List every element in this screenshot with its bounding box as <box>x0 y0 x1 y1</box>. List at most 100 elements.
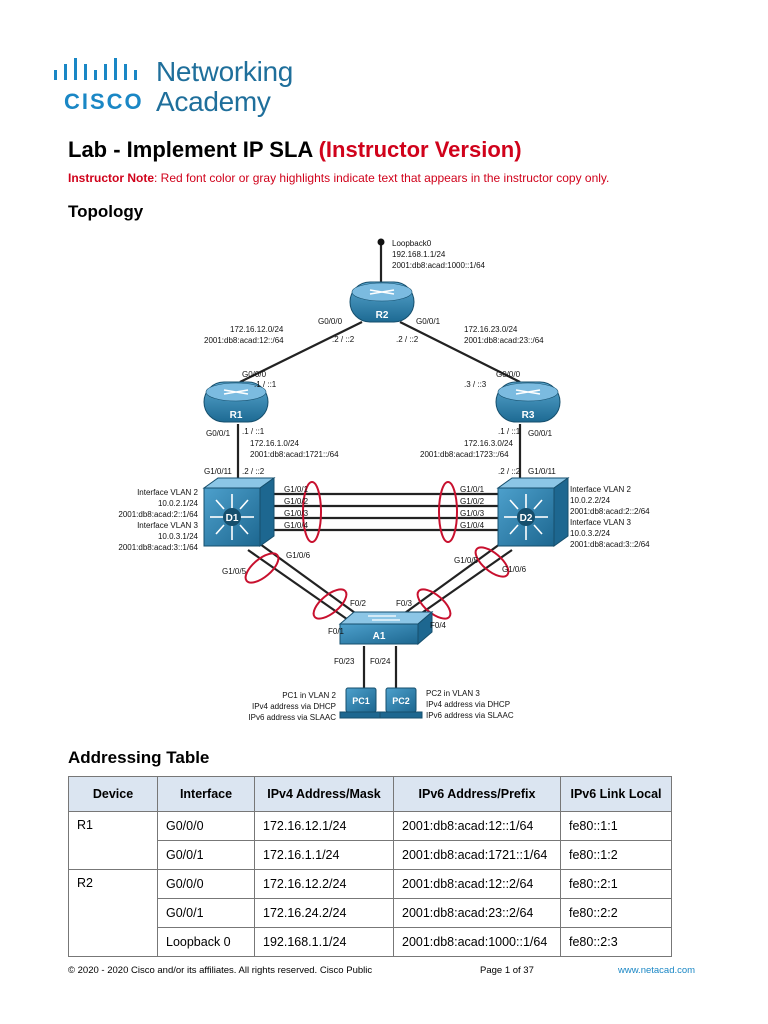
interface-cell: Loopback 0 <box>157 927 255 957</box>
ipv6-cell: 2001:db8:acad:12::2/64 <box>393 869 561 899</box>
router-r1: R1 <box>203 381 269 423</box>
r2-left-addr: .2 / ::2 <box>332 335 355 344</box>
link-r2-r3 <box>399 321 521 383</box>
table-row: R1 G0/0/0 172.16.12.1/24 2001:db8:acad:1… <box>68 811 672 870</box>
instructor-note-label: Instructor Note <box>68 171 155 185</box>
topology-heading: Topology <box>68 202 144 221</box>
d2-g1011-addr: .2 / ::2 <box>498 467 521 476</box>
link-local-cell: fe80::2:2 <box>560 898 672 928</box>
switch-d2: D2 <box>496 477 570 547</box>
interface-cell: G0/0/1 <box>157 898 255 928</box>
ipv4-cell: 172.16.12.1/24 <box>254 811 394 841</box>
d1-vlan2-label: Interface VLAN 2 <box>137 488 198 497</box>
pc1-ipv6-info: IPv6 address via SLAAC <box>248 713 336 722</box>
router-r2: R2 <box>349 281 415 323</box>
d1-vlan3-label: Interface VLAN 3 <box>137 521 198 530</box>
loopback-ipv4: 192.168.1.1/24 <box>392 250 446 259</box>
ipv4-cell: 172.16.12.2/24 <box>254 869 394 899</box>
instructor-note: Instructor Note: Red font color or gray … <box>68 171 609 185</box>
link-r1-r2 <box>239 321 363 383</box>
device-cell: R2 <box>68 869 158 957</box>
d2-vlan2-ipv6: 2001:db8:acad:2::2/64 <box>570 507 650 516</box>
router-arrows-icon <box>369 289 395 295</box>
trunk-right-label: G1/0/1 <box>460 485 485 494</box>
pc2-ipv6-info: IPv6 address via SLAAC <box>426 711 514 720</box>
etherchannel-oval <box>474 546 510 578</box>
footer-website-link[interactable]: www.netacad.com <box>618 965 696 976</box>
d2-vlan3-ipv4: 10.0.3.2/24 <box>570 529 611 538</box>
net-23-ipv6: 2001:db8:acad:23::/64 <box>464 336 544 345</box>
a1-f01-label: F0/1 <box>328 627 345 636</box>
d1-vlan2-ipv4: 10.0.2.1/24 <box>158 499 199 508</box>
d1-g1011-addr: .2 / ::2 <box>242 467 265 476</box>
title-main: Lab - Implement IP SLA <box>68 137 313 162</box>
net-1-ipv4: 172.16.1.0/24 <box>250 439 299 448</box>
r2-g000-label: G0/0/0 <box>318 317 343 326</box>
switch-d2-label: D2 <box>520 513 533 524</box>
net-1-ipv6: 2001:db8:acad:1721::/64 <box>250 450 339 459</box>
d2-g106-label: G1/0/6 <box>502 565 527 574</box>
d1-g105-label: G1/0/5 <box>222 567 247 576</box>
trunk-right-label: G1/0/3 <box>460 509 485 518</box>
pc1-ipv4-info: IPv4 address via DHCP <box>252 702 336 711</box>
trunk-right-label: G1/0/4 <box>460 521 485 530</box>
table-header-row: Device Interface IPv4 Address/Mask IPv6 … <box>68 776 672 812</box>
r3-g000-label: G0/0/0 <box>496 370 521 379</box>
column-header: Interface <box>157 776 255 812</box>
router-r3-label: R3 <box>522 410 535 421</box>
d2-g1011-label: G1/0/11 <box>528 467 556 476</box>
trunk-right-label: G1/0/2 <box>460 497 485 506</box>
r1-g001-addr: .1 / ::1 <box>242 427 265 436</box>
r3-g000-addr: .3 / ::3 <box>464 380 487 389</box>
pc2-vlan-info: PC2 in VLAN 3 <box>426 689 480 698</box>
r1-g000-addr: .1 / ::1 <box>254 380 277 389</box>
etherchannel-oval <box>312 588 348 620</box>
trunk-left-label: G1/0/3 <box>284 509 309 518</box>
net-3-ipv6: 2001:db8:acad:1723::/64 <box>420 450 509 459</box>
net-12-ipv4: 172.16.12.0/24 <box>230 325 284 334</box>
a1-f024-label: F0/24 <box>370 657 391 666</box>
ipv4-cell: 192.168.1.1/24 <box>254 927 394 957</box>
trunk-left-label: G1/0/1 <box>284 485 309 494</box>
table-row: G0/0/1 172.16.1.1/24 2001:db8:acad:1721:… <box>69 840 672 870</box>
router-arrows-icon <box>223 389 249 395</box>
cisco-networking-academy-logo: CISCO Networking Academy <box>52 56 312 120</box>
switch-d1-label: D1 <box>226 513 239 524</box>
table-row: R2 G0/0/0 172.16.12.2/24 2001:db8:acad:1… <box>68 869 672 957</box>
d2-vlan2-ipv4: 10.0.2.2/24 <box>570 496 611 505</box>
pc1-vlan-info: PC1 in VLAN 2 <box>282 691 336 700</box>
ipv4-cell: 172.16.24.2/24 <box>254 898 394 928</box>
etherchannel-oval <box>416 588 452 620</box>
link-d1-a1-2 <box>259 543 363 619</box>
footer-copyright: © 2020 - 2020 Cisco and/or its affiliate… <box>68 965 373 976</box>
pc-pc1: PC1 <box>339 687 383 719</box>
link-local-cell: fe80::1:2 <box>560 840 672 870</box>
a1-f023-label: F0/23 <box>334 657 355 666</box>
r1-g000-label: G0/0/0 <box>242 370 267 379</box>
ipv6-cell: 2001:db8:acad:12::1/64 <box>393 811 561 841</box>
title-version: (Instructor Version) <box>318 137 522 162</box>
d2-vlan2-label: Interface VLAN 2 <box>570 485 631 494</box>
link-d1-a1-1 <box>247 549 355 625</box>
link-local-cell: fe80::2:3 <box>560 927 672 957</box>
r3-g001-label: G0/0/1 <box>528 429 553 438</box>
a1-f04-label: F0/4 <box>430 621 447 630</box>
switch-a1: A1 <box>338 610 434 646</box>
d2-vlan3-label: Interface VLAN 3 <box>570 518 631 527</box>
loopback-dot <box>377 238 385 246</box>
d2-g105-label: G1/0/5 <box>454 556 479 565</box>
router-r3: R3 <box>495 381 561 423</box>
pc1-label: PC1 <box>352 696 370 706</box>
etherchannel-ovals <box>244 481 510 620</box>
ipv6-cell: 2001:db8:acad:1000::1/64 <box>393 927 561 957</box>
pc2-label: PC2 <box>392 696 410 706</box>
cisco-wordmark: CISCO <box>64 89 144 114</box>
interface-cell: G0/0/0 <box>157 811 255 841</box>
footer-page-number: Page 1 of 37 <box>480 965 534 976</box>
table-row: Loopback 0 192.168.1.1/24 2001:db8:acad:… <box>69 927 672 957</box>
net-23-ipv4: 172.16.23.0/24 <box>464 325 518 334</box>
column-header: IPv6 Link Local <box>560 776 672 812</box>
link-local-cell: fe80::1:1 <box>560 811 672 841</box>
router-arrows-icon <box>515 389 541 395</box>
r3-g001-addr: .1 / ::1 <box>498 427 521 436</box>
